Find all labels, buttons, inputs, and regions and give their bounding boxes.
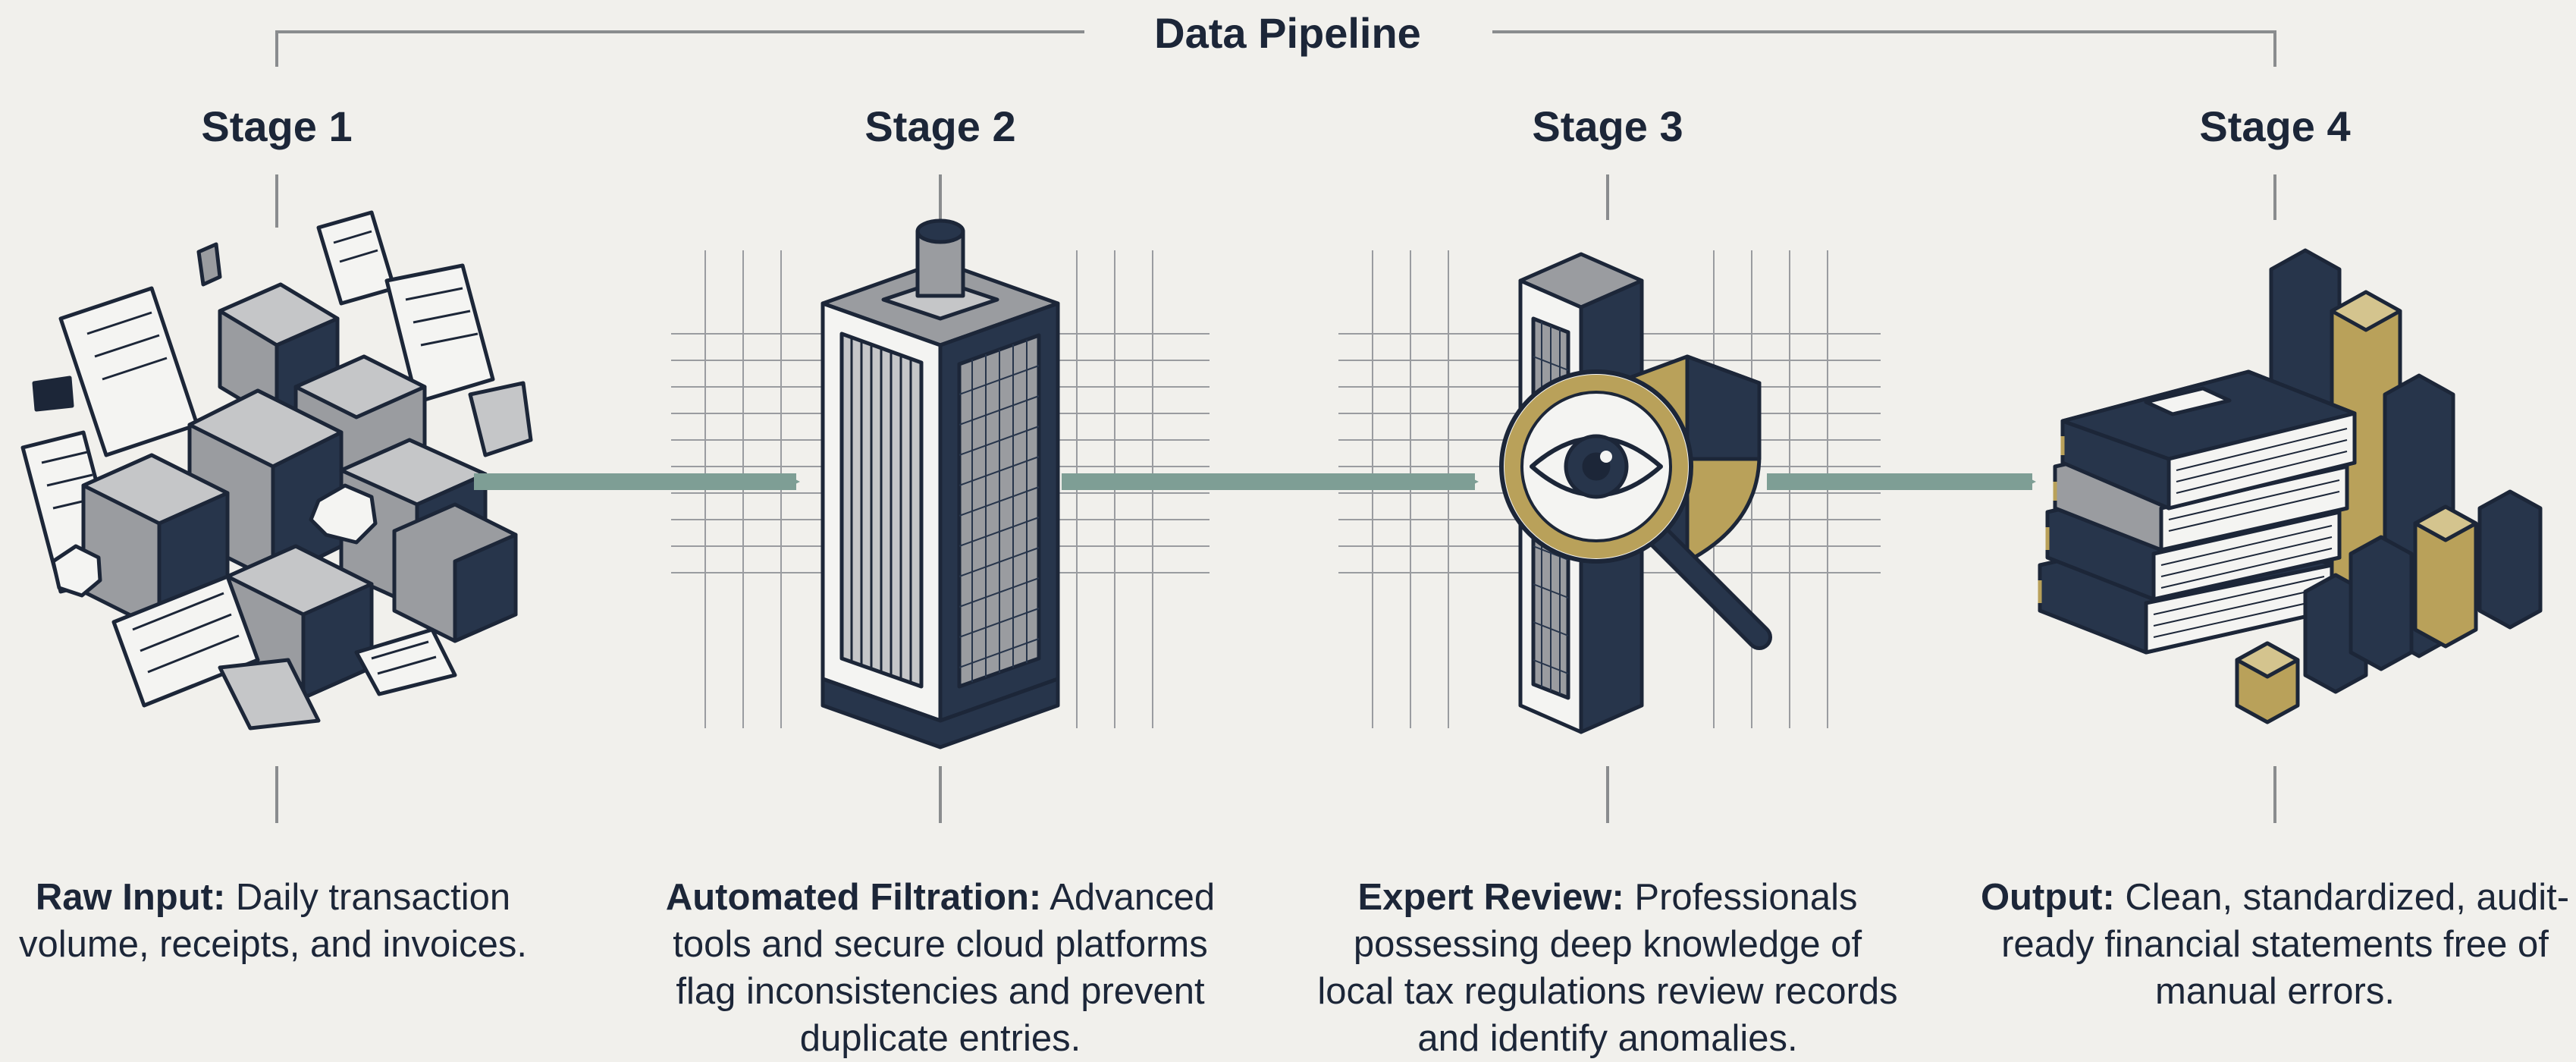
stage-2-description: Automated Filtration: Advanced tools and… [645,874,1236,1062]
stage-1-text: Daily transaction volume, receipts, and … [19,877,527,965]
stage-4-heading: Output: [1980,877,2115,918]
stage-3-label: Stage 3 [1532,102,1683,150]
filter-tower-icon [820,218,1060,749]
stage-2-text: Advanced tools and secure cloud platform… [673,877,1216,1059]
stage-1-heading: Raw Input: [35,877,226,918]
pile-of-boxes-and-papers-icon [20,210,533,731]
diagram-title: Data Pipeline [1154,9,1421,57]
stage-1-label: Stage 1 [201,102,353,150]
stage-4-description: Output: Clean, standardized, audit-ready… [1979,874,2571,1015]
stage-2-label: Stage 2 [864,102,1016,150]
books-and-bar-chart-icon [2038,248,2543,724]
connector-ticks [275,174,2276,823]
stage-1-description: Raw Input: Daily transaction volume, rec… [0,874,546,968]
stage-4-label: Stage 4 [2199,102,2351,150]
title-bracket [275,30,2276,67]
stage-4-text: Clean, standardized, audit-ready financi… [2001,877,2570,1012]
magnifier-eye-shield-icon [1499,252,1772,734]
stage-3-description: Expert Review: Professionals possessing … [1312,874,1903,1062]
stage-3-text: Professionals possessing deep knowledge … [1317,877,1898,1059]
stage-3-heading: Expert Review: [1357,877,1624,918]
stage-2-heading: Automated Filtration: [665,877,1042,918]
